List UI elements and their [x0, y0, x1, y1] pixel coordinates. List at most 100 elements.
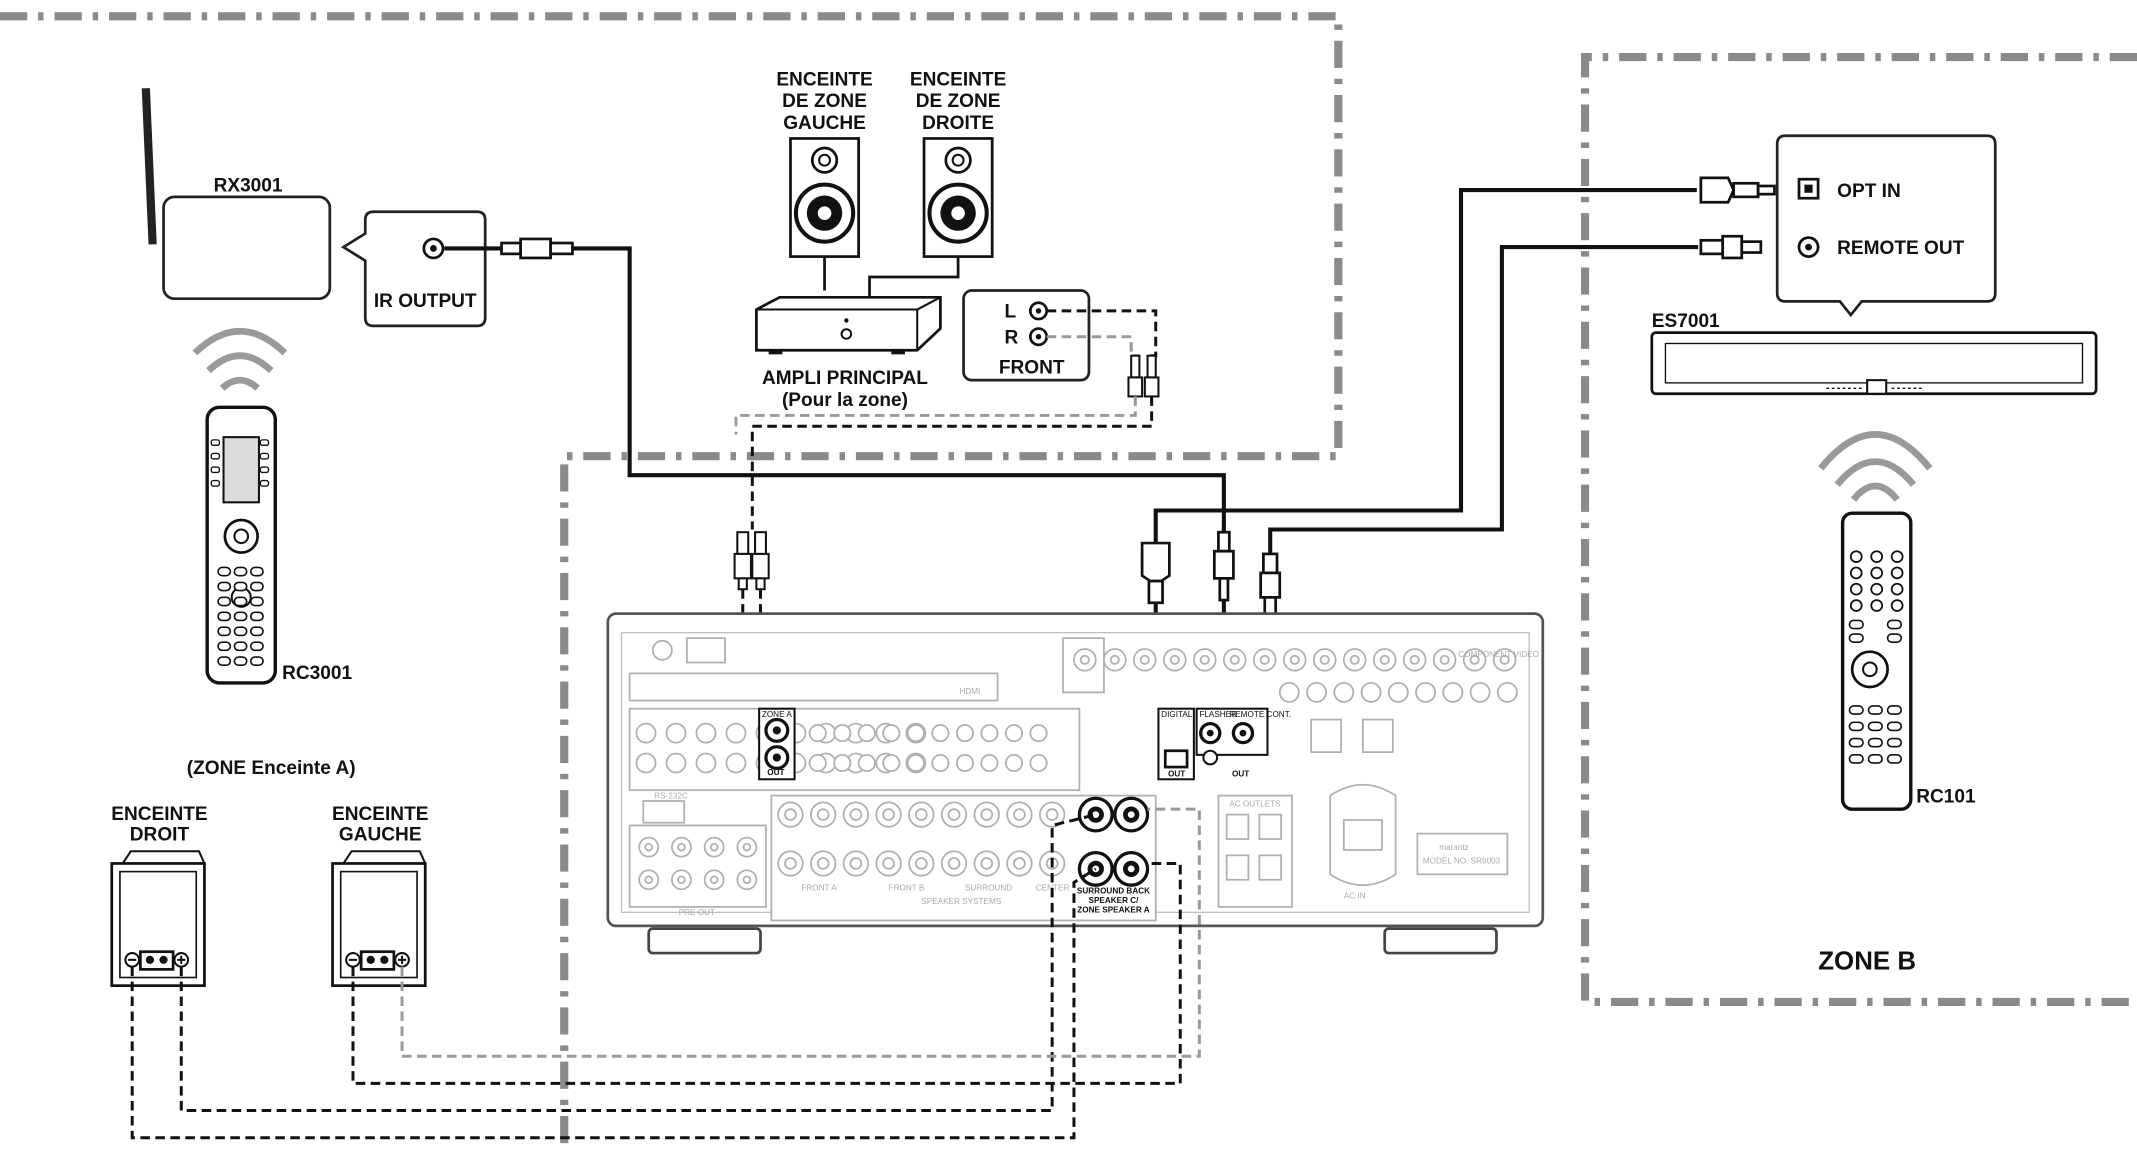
remote-button [249, 596, 264, 607]
zone-b-border [1580, 52, 2137, 1007]
zone-b-label: ZONE B [1818, 947, 1916, 975]
remote-button [233, 611, 248, 622]
main-amplifier: AMPLI PRINCIPAL (Pour la zone) [755, 295, 942, 411]
ir-output-label: IR OUTPUT [374, 291, 477, 312]
zone-a-speaker-right-line2: DROIT [130, 824, 190, 845]
rx3001-label: RX3001 [214, 175, 283, 196]
surround-back-line1: SURROUND BACK [1077, 886, 1150, 895]
speaker-systems-label: SPEAKER SYSTEMS [921, 897, 1001, 906]
remote-out-panel-label: OUT [1232, 770, 1249, 779]
remote-button [210, 479, 221, 487]
ir-output-callout: IR OUTPUT [340, 210, 487, 328]
remote-button [1848, 705, 1864, 715]
rc3001-remote: RC3001 [192, 328, 352, 685]
remote-button [1867, 721, 1883, 732]
remote-button [217, 581, 232, 592]
zone-a-rca-plugs [733, 531, 770, 591]
es7001-callout: OPT IN REMOTE OUT [1775, 134, 1997, 318]
front-l-label: L [1004, 302, 1016, 323]
optical-out-port [1163, 749, 1189, 769]
remote-button [1870, 566, 1884, 580]
remote-button [1848, 754, 1864, 764]
remote-button [217, 566, 232, 577]
rc101-remote: RC101 [1818, 431, 1976, 811]
zone-a-label: ZONE A [762, 710, 793, 719]
remote-button [210, 466, 221, 474]
remote-button [1886, 619, 1903, 630]
zone-speaker-left-top: ENCEINTE DE ZONE GAUCHE [776, 70, 873, 258]
remote-button [1886, 737, 1903, 748]
remote-button [1848, 737, 1864, 748]
hdmi-logo: HDMI [959, 687, 980, 696]
front-input-box: L R FRONT [962, 289, 1091, 382]
es7001-label: ES7001 [1652, 311, 1720, 332]
remote-button [1849, 599, 1863, 612]
rx3001-receiver: RX3001 [141, 88, 332, 301]
front-r-label: R [1004, 328, 1018, 349]
zone-a-speaker-left: ENCEINTE GAUCHE [331, 804, 428, 988]
component-video-label: COMPONENT VIDEO [1458, 650, 1539, 659]
remote-button [233, 566, 248, 577]
remote-button [217, 656, 232, 667]
remote-button [1890, 550, 1904, 563]
remote-button [233, 656, 248, 667]
surround-label: SURROUND [965, 884, 1012, 893]
remote-out-plug-top [1699, 234, 1763, 260]
brand-label: marantz [1439, 843, 1469, 852]
zone-speaker-right-line3: DROITE [922, 113, 994, 134]
wireless-signal-icon-zone-b [1818, 431, 1933, 502]
zone-a-speaker-right: ENCEINTE DROIT [110, 804, 208, 988]
remote-button [217, 611, 232, 622]
front-rca-plugs [1127, 354, 1160, 398]
remote-button [1890, 566, 1904, 580]
optical-plug-bottom [1140, 541, 1171, 605]
remote-button [1870, 582, 1884, 596]
surround-back-line3: ZONE SPEAKER A [1077, 905, 1149, 914]
zone-speaker-left-line3: GAUCHE [783, 113, 866, 134]
rc101-label: RC101 [1916, 786, 1976, 807]
remote-button [210, 452, 221, 460]
zone-a-speaker-left-line2: GAUCHE [339, 824, 422, 845]
flasher-label: FLASHER [1199, 710, 1237, 719]
surround-back-line2: SPEAKER C/ [1088, 896, 1139, 905]
main-amp-title: AMPLI PRINCIPAL [762, 368, 928, 389]
main-amp-subtitle: (Pour la zone) [782, 390, 908, 411]
remote-button [1890, 599, 1904, 612]
flasher-mini-plug [1212, 530, 1235, 602]
remote-cont-label: REMOTE CONT. [1229, 710, 1291, 719]
receiver-rear-panel: HDMI RS-232C PRE OUT SPEAKER SYSTEMS FRO… [606, 612, 1545, 955]
digital-out-label: OUT [1168, 770, 1185, 779]
zone-speaker-left-line2: DE ZONE [782, 91, 867, 112]
remote-button [249, 566, 264, 577]
zone-speaker-right-line2: DE ZONE [916, 91, 1001, 112]
es7001-device: ES7001 [1650, 311, 2098, 396]
ac-in-label: AC IN [1344, 892, 1366, 901]
remote-button [1890, 582, 1904, 596]
remote-button [1886, 633, 1903, 643]
remote-button [1867, 705, 1883, 715]
remote-button [217, 596, 232, 607]
remote-button [233, 596, 248, 607]
remote-button [259, 439, 270, 446]
remote-button [249, 641, 264, 652]
opt-in-label: OPT IN [1837, 181, 1901, 202]
remote-button [1849, 582, 1863, 596]
zone-speaker-right-top: ENCEINTE DE ZONE DROITE [910, 70, 1006, 258]
remote-button [259, 452, 270, 460]
remote-button [1886, 721, 1903, 732]
remote-button [210, 439, 221, 446]
remote-button [259, 466, 270, 474]
remote-button [1867, 737, 1883, 748]
zone-a-border [0, 12, 1343, 1154]
remote-button [217, 641, 232, 652]
remote-button [1886, 754, 1903, 764]
zone-a-out-label: OUT [767, 768, 784, 777]
remote-out-plug-bottom [1259, 552, 1282, 618]
remote-button [1848, 721, 1864, 732]
digital-label: DIGITAL [1161, 710, 1193, 719]
pre-out-label: PRE OUT [679, 908, 715, 917]
remote-button [249, 626, 264, 637]
remote-button [1867, 754, 1883, 764]
remote-button [1848, 633, 1864, 643]
